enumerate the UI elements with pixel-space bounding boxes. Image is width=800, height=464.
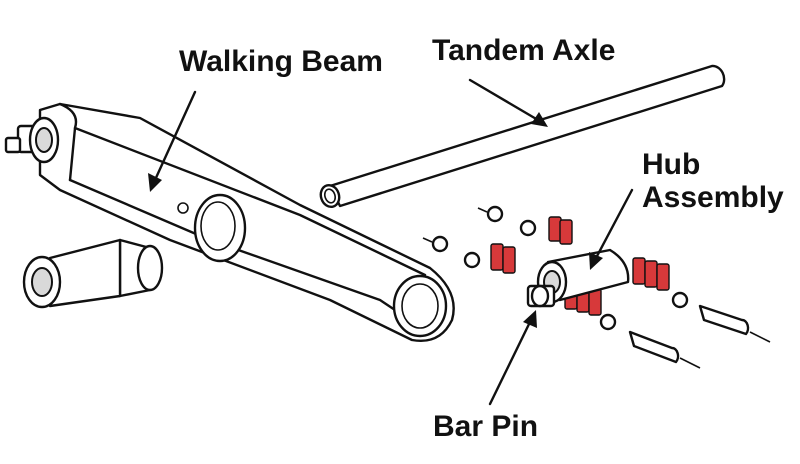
hub-assembly-label: Hub Assembly xyxy=(642,148,784,214)
hub-label-line2: Assembly xyxy=(642,181,784,214)
washers-bolts-left xyxy=(422,205,537,269)
bar-pin-label: Bar Pin xyxy=(433,410,539,443)
walking-beam-label: Walking Beam xyxy=(179,45,383,78)
hub-label-line1: Hub xyxy=(642,148,701,181)
tandem-axle-label: Tandem Axle xyxy=(432,34,616,67)
walking-beam xyxy=(4,102,455,342)
hub-assembly xyxy=(536,248,630,304)
bushing-cylinder xyxy=(22,238,164,309)
tandem-axle xyxy=(319,64,726,209)
leader-arrows xyxy=(148,78,634,406)
bar-pin xyxy=(526,284,556,308)
washers-bolts-right xyxy=(599,291,771,369)
